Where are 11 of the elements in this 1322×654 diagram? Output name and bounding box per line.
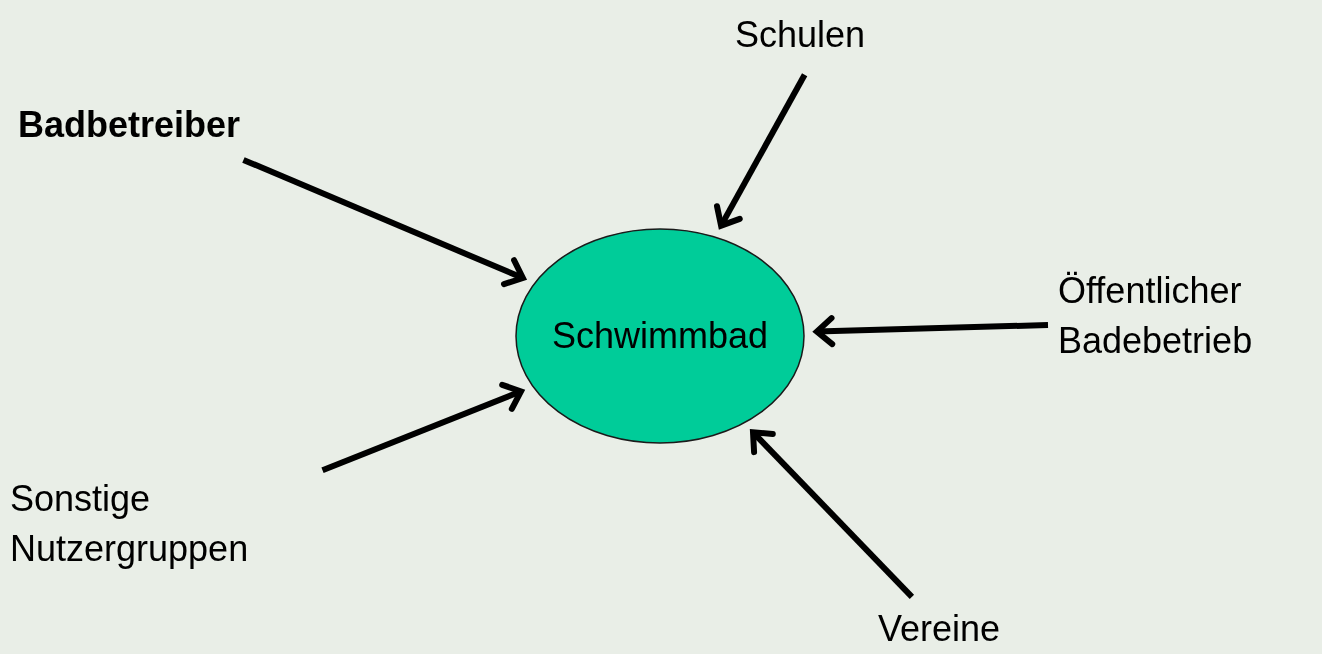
node-label: Vereine bbox=[878, 604, 1008, 654]
node-label: Sonstige Nutzergruppen bbox=[10, 474, 340, 584]
node-label: Schwimmbad bbox=[551, 313, 769, 358]
arrow bbox=[813, 315, 1049, 348]
node-label: Badbetreiber bbox=[18, 100, 318, 156]
arrow bbox=[714, 73, 808, 229]
arrow bbox=[242, 157, 526, 288]
node-label: Schulen bbox=[735, 10, 915, 66]
arrow bbox=[750, 429, 915, 599]
node-label: Öffentlicher Badebetrieb bbox=[1058, 266, 1320, 376]
arrow bbox=[321, 381, 524, 474]
